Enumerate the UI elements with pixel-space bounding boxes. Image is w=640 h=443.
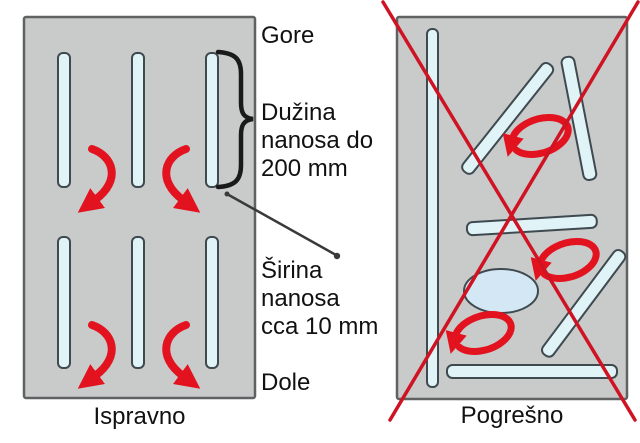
right-board bbox=[395, 15, 629, 401]
length-annotation: Dužina nanosa do 200 mm bbox=[261, 99, 373, 183]
adhesive-strip-horizontal bbox=[465, 213, 598, 237]
length-annotation-line: nanosa do bbox=[261, 127, 374, 154]
curved-down-arrow-icon bbox=[77, 145, 116, 213]
width-annotation-line: cca 10 mm bbox=[261, 313, 379, 340]
adhesive-strip bbox=[205, 236, 219, 369]
top-direction-label: Gore bbox=[261, 22, 315, 49]
length-annotation-line: 200 mm bbox=[261, 155, 348, 182]
cross-x-icon bbox=[381, 0, 640, 422]
adhesive-strip bbox=[205, 52, 219, 188]
adhesive-strip bbox=[57, 236, 71, 369]
rotation-loop-arrow-icon bbox=[445, 310, 515, 355]
left-board bbox=[22, 15, 257, 400]
left-board-group bbox=[22, 15, 257, 400]
adhesive-strip bbox=[131, 236, 145, 369]
adhesive-strip-too-long bbox=[426, 28, 439, 388]
correct-caption: Ispravno bbox=[93, 403, 186, 430]
adhesive-strip bbox=[131, 52, 145, 188]
adhesive-strip-tilted bbox=[560, 55, 598, 181]
right-board-group bbox=[395, 15, 629, 401]
adhesive-strip-diagonal bbox=[461, 61, 555, 175]
adhesive-strip bbox=[57, 52, 71, 188]
curved-down-arrow-icon bbox=[162, 321, 201, 389]
width-annotation-line: Širina bbox=[261, 257, 323, 284]
rotation-loop-arrow-icon bbox=[502, 113, 572, 158]
brace-icon bbox=[215, 49, 254, 190]
width-annotation-line: nanosa bbox=[261, 285, 340, 312]
curved-down-arrow-icon bbox=[77, 321, 116, 389]
bottom-direction-label: Dole bbox=[261, 369, 311, 396]
wrong-caption: Pogrešno bbox=[460, 402, 564, 429]
leader-line bbox=[224, 191, 341, 260]
adhesive-strip-horizontal bbox=[446, 364, 618, 379]
length-annotation-line: Dužina bbox=[261, 99, 336, 126]
adhesive-strip-diagonal bbox=[540, 249, 627, 358]
leader-dot bbox=[333, 252, 341, 260]
leader-dot bbox=[224, 191, 230, 197]
rotation-loop-arrow-icon bbox=[530, 237, 600, 282]
curved-down-arrow-icon bbox=[162, 145, 201, 213]
width-annotation: Širina nanosa cca 10 mm bbox=[261, 257, 378, 341]
